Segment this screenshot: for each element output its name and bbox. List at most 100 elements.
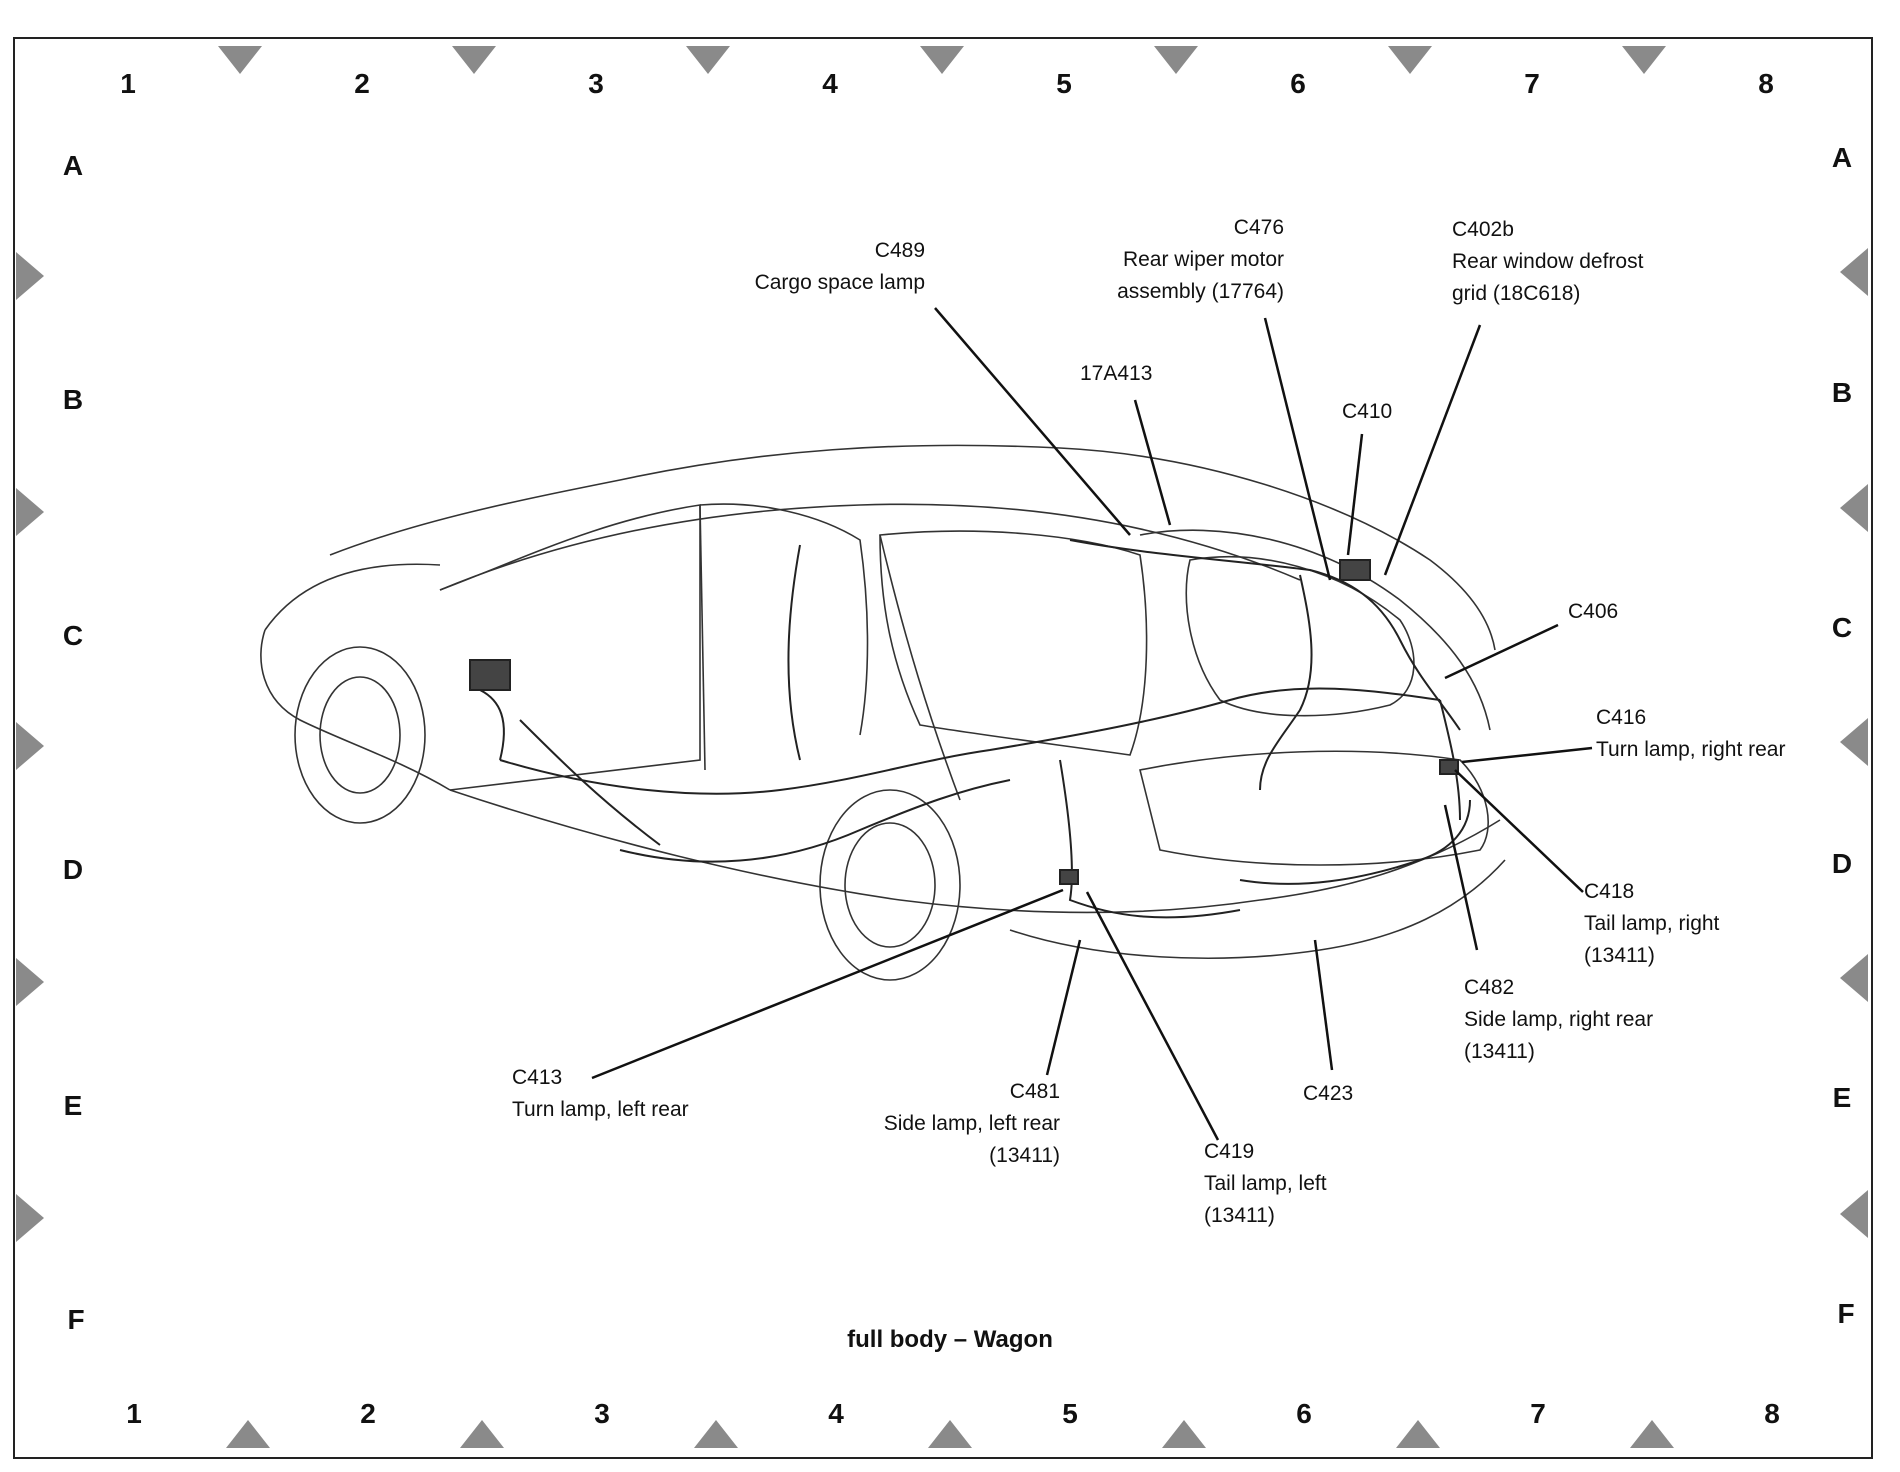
callout-c418-desc-1: Tail lamp, right — [1584, 912, 1720, 935]
front-wheel — [294, 646, 426, 824]
callout-c402b: C402b Rear window defrost grid (18C618) — [1452, 214, 1643, 310]
callout-c416-desc: Turn lamp, right rear — [1596, 738, 1786, 761]
grid-col-5-bottom: 5 — [1062, 1398, 1078, 1429]
harness-main — [499, 687, 1441, 795]
callout-c481: C481 Side lamp, left rear (13411) — [884, 1076, 1060, 1172]
leader-c489 — [934, 307, 1131, 536]
callout-c489: C489 Cargo space lamp — [755, 235, 925, 299]
grid-row-d-right: D — [1831, 848, 1853, 879]
callout-c423-id: C423 — [1303, 1082, 1354, 1105]
callout-c481-desc-1: Side lamp, left rear — [883, 1112, 1060, 1135]
callout-c476-id: C476 — [1233, 216, 1284, 239]
callout-17a413-id: 17A413 — [1080, 362, 1153, 385]
grid-col-4-top: 4 — [822, 68, 838, 99]
grid-col-2-bottom: 2 — [360, 1398, 376, 1429]
connector-right-rear — [1439, 759, 1459, 775]
harness-tail — [1239, 799, 1471, 885]
callout-c476: C476 Rear wiper motor assembly (17764) — [1117, 212, 1284, 308]
callout-c402b-desc-1: Rear window defrost — [1452, 250, 1644, 273]
wiring-harness — [469, 539, 1471, 919]
callout-c482: C482 Side lamp, right rear (13411) — [1464, 972, 1653, 1068]
leader-c482 — [1443, 804, 1479, 951]
leader-c481 — [1045, 939, 1082, 1076]
grid-col-5-top: 5 — [1056, 68, 1072, 99]
callout-c419-desc-2: (13411) — [1204, 1204, 1275, 1227]
lower-body — [1009, 859, 1506, 959]
callout-c489-desc: Cargo space lamp — [754, 271, 925, 294]
grid-row-a-left: A — [62, 150, 84, 181]
callout-c476-desc-2: assembly (17764) — [1117, 280, 1284, 303]
leader-17a413 — [1133, 399, 1172, 526]
leader-c419 — [1085, 891, 1220, 1141]
callout-c482-id: C482 — [1464, 976, 1515, 999]
grid-col-8-top: 8 — [1758, 68, 1774, 99]
rear-wheel — [819, 789, 961, 981]
grid-row-c-right: C — [1831, 612, 1853, 643]
leader-lines — [591, 307, 1593, 1141]
leader-c410 — [1346, 433, 1364, 556]
right-edge-markers — [1840, 248, 1868, 1238]
harness-floor — [619, 779, 1011, 863]
callout-c419-id: C419 — [1204, 1140, 1255, 1163]
callout-c402b-desc-2: grid (18C618) — [1452, 282, 1581, 305]
callout-c489-id: C489 — [874, 239, 925, 262]
left-edge-markers — [16, 252, 44, 1242]
rear-hatch — [1139, 529, 1491, 731]
callout-c418-desc-2: (13411) — [1584, 944, 1655, 967]
grid-col-7-bottom: 7 — [1530, 1398, 1546, 1429]
roof-line — [329, 444, 1496, 651]
bottom-edge-markers — [226, 1420, 1674, 1448]
grid-row-e-left: E — [63, 1090, 83, 1121]
harness-roof — [1069, 539, 1461, 731]
rear-wheel-hub — [844, 822, 936, 948]
top-edge-markers — [218, 46, 1666, 74]
leader-c402b — [1383, 324, 1482, 576]
connector-left-rear — [1059, 869, 1079, 885]
grid-row-f-left: F — [67, 1304, 85, 1335]
hood-line — [264, 563, 441, 631]
connector-cluster-dash — [469, 659, 511, 691]
harness-sill — [519, 719, 661, 846]
grid-col-2-top: 2 — [354, 68, 370, 99]
roof-inner-line — [439, 503, 1301, 591]
callout-c413-id: C413 — [512, 1066, 563, 1089]
callout-c419: C419 Tail lamp, left (13411) — [1204, 1136, 1327, 1232]
grid-col-3-top: 3 — [588, 68, 604, 99]
rear-door — [699, 503, 869, 736]
grid-col-1-bottom: 1 — [126, 1398, 142, 1429]
grid-col-8-bottom: 8 — [1764, 1398, 1780, 1429]
callout-c402b-id: C402b — [1452, 218, 1514, 241]
callout-17a413: 17A413 — [1080, 358, 1152, 390]
callout-c482-desc-2: (13411) — [1464, 1040, 1535, 1063]
page-frame — [13, 37, 1873, 1459]
c-pillar — [879, 534, 961, 801]
callout-c406: C406 — [1568, 596, 1618, 628]
callout-c481-desc-2: (13411) — [989, 1144, 1060, 1167]
leader-c413 — [591, 888, 1064, 1080]
harness-lower-left — [1059, 759, 1241, 919]
wagon-body-outline — [260, 444, 1506, 981]
grid-row-b-left: B — [62, 384, 84, 415]
grid-row-d-left: D — [62, 854, 84, 885]
callout-c418-id: C418 — [1584, 880, 1635, 903]
harness-hatch — [1259, 574, 1313, 791]
grid-row-b-right: B — [1831, 377, 1853, 408]
grid-row-a-right: A — [1831, 142, 1853, 173]
leader-c423 — [1313, 939, 1334, 1071]
harness-dash — [479, 689, 505, 761]
diagram-caption: full body – Wagon — [847, 1326, 1053, 1353]
callout-c418: C418 Tail lamp, right (13411) — [1584, 876, 1719, 972]
callout-c481-id: C481 — [1009, 1080, 1060, 1103]
callout-c410-id: C410 — [1342, 400, 1393, 423]
grid-col-4-bottom: 4 — [828, 1398, 844, 1429]
grid-col-7-top: 7 — [1524, 68, 1540, 99]
front-bumper — [260, 629, 451, 791]
callout-c423: C423 — [1303, 1078, 1353, 1110]
callout-c416-id: C416 — [1596, 706, 1647, 729]
callout-c419-desc-1: Tail lamp, left — [1204, 1172, 1327, 1195]
tail-panel — [1139, 750, 1489, 866]
callout-c406-id: C406 — [1568, 600, 1619, 623]
side-sill — [449, 789, 1501, 914]
grid-col-3-bottom: 3 — [594, 1398, 610, 1429]
